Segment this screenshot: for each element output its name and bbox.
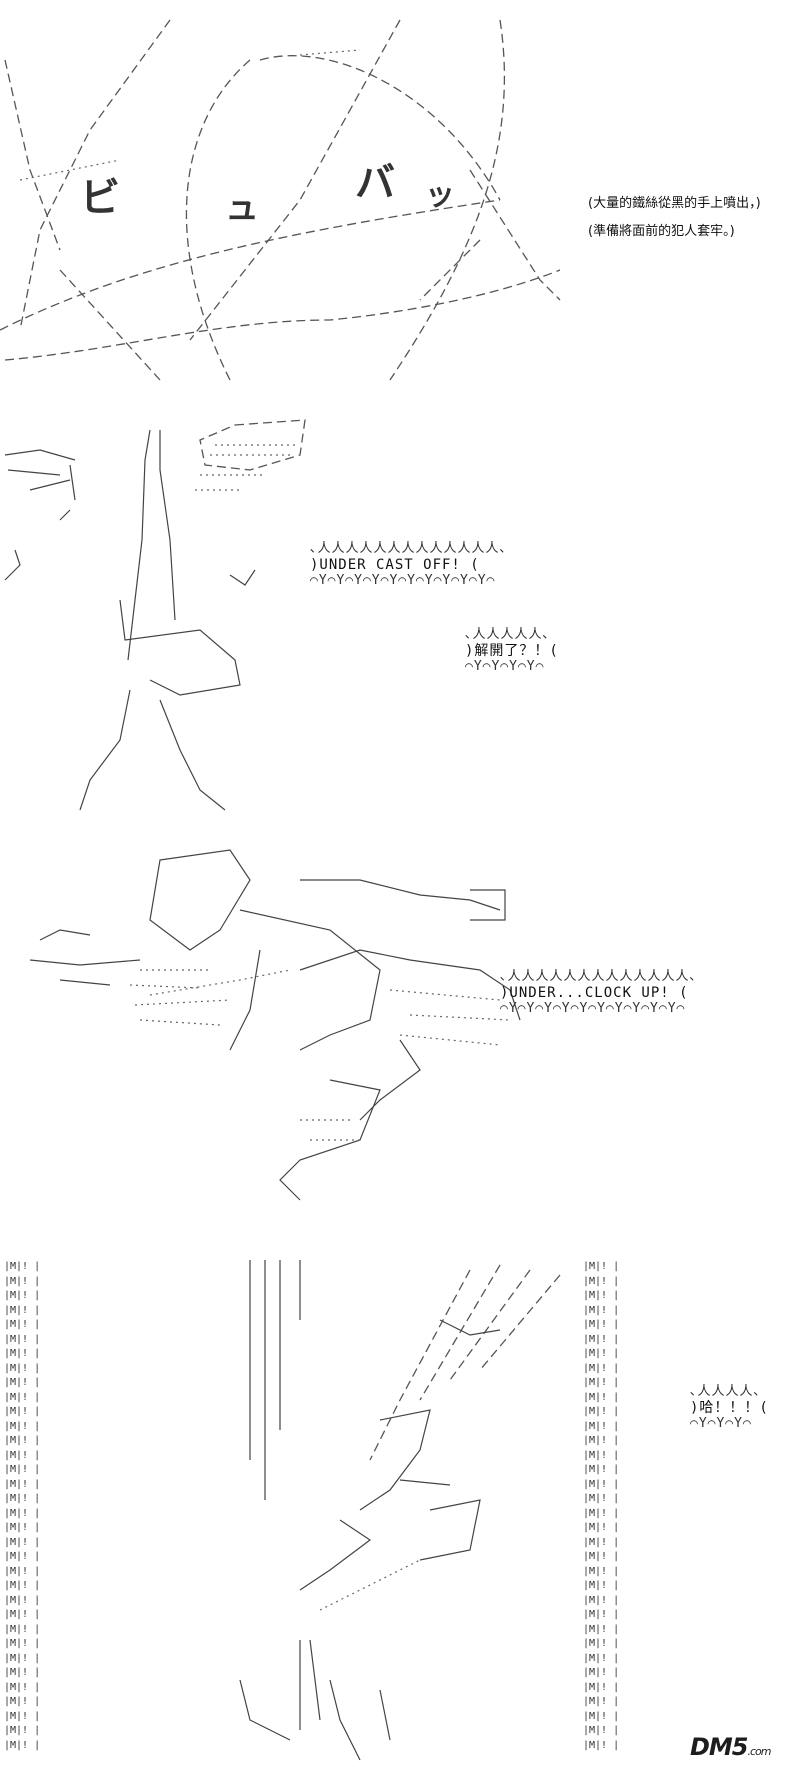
panel-cast-off: ､人人人人人人人人人人人人人､ )UNDER CAST OFF! ( ⌒Y⌒Y⌒… [0, 400, 800, 820]
watermark-suffix: .com [747, 1745, 772, 1758]
burst-deco-top-3: ､人人人人人人人人人人人人人､ [500, 969, 698, 984]
panel-clock-up: ､人人人人人人人人人人人人人､ )UNDER...CLOCK UP! ( ⌒Y⌒… [0, 820, 800, 1260]
pillar-pattern-right: |M|! | |M|! | |M|! | |M|! | |M|! | |M|! … [583, 1261, 620, 1751]
burst-under-cast-off: ､人人人人人人人人人人人人人､ )UNDER CAST OFF! ( ⌒Y⌒Y⌒… [310, 542, 507, 588]
wire-lines-art [0, 19, 561, 381]
pillar-pattern-left: |M|! | |M|! | |M|! | |M|! | |M|! | |M|! … [4, 1261, 41, 1751]
burst-deco-bottom-3: ⌒Y⌒Y⌒Y⌒Y⌒Y⌒Y⌒Y⌒Y⌒Y⌒Y⌒ [500, 1001, 686, 1016]
panel-wire-burst: ビ ュ バ ッ (大量的鐵絲從黑的手上噴出，) (準備將面前的犯人套牢。) [0, 0, 800, 400]
burst-text-under-clock-up: )UNDER...CLOCK UP! ( [500, 985, 689, 1001]
burst-deco-bottom: ⌒Y⌒Y⌒Y⌒Y⌒Y⌒Y⌒Y⌒Y⌒Y⌒Y⌒ [310, 573, 496, 588]
figure-clock-up-art [29, 849, 521, 1201]
burst-ha: ､人人人人､ )哈！！！( ⌒Y⌒Y⌒Y⌒ [690, 1385, 769, 1431]
caption-line-1: (大量的鐵絲從黑的手上噴出，) [588, 196, 761, 211]
burst-small-deco-top: ､人人人人人､ [465, 627, 551, 642]
slash-figure-art [239, 1260, 561, 1761]
burst-unlocked: ､人人人人人､ )解開了？！( ⌒Y⌒Y⌒Y⌒Y⌒ [465, 628, 559, 674]
caption-line-2: (準備將面前的犯人套牢。) [588, 224, 735, 239]
burst-text-ha: )哈！！！( [690, 1400, 769, 1416]
burst-deco-top-4: ､人人人人､ [690, 1384, 762, 1399]
watermark-brand: DM5 [690, 1733, 749, 1761]
sfx-yu: ュ [225, 188, 260, 228]
watermark-logo: DM5.com [690, 1733, 772, 1761]
sfx-bi: ビ [80, 175, 121, 221]
burst-deco-bottom-4: ⌒Y⌒Y⌒Y⌒ [690, 1416, 752, 1431]
panel-slash: |M|! | |M|! | |M|! | |M|! | |M|! | |M|! … [0, 1260, 800, 1767]
burst-under-clock-up: ､人人人人人人人人人人人人人､ )UNDER...CLOCK UP! ( ⌒Y⌒… [500, 970, 697, 1016]
burst-text-unlocked: )解開了？！( [465, 643, 559, 659]
burst-small-deco-bottom: ⌒Y⌒Y⌒Y⌒Y⌒ [465, 659, 545, 674]
sfx-tsu: ッ [425, 178, 456, 213]
sfx-ba: バ [355, 160, 396, 206]
burst-text-under-cast-off: )UNDER CAST OFF! ( [310, 557, 480, 573]
figure-cast-off-art [4, 419, 306, 811]
burst-deco-top: ､人人人人人人人人人人人人人､ [310, 541, 508, 556]
